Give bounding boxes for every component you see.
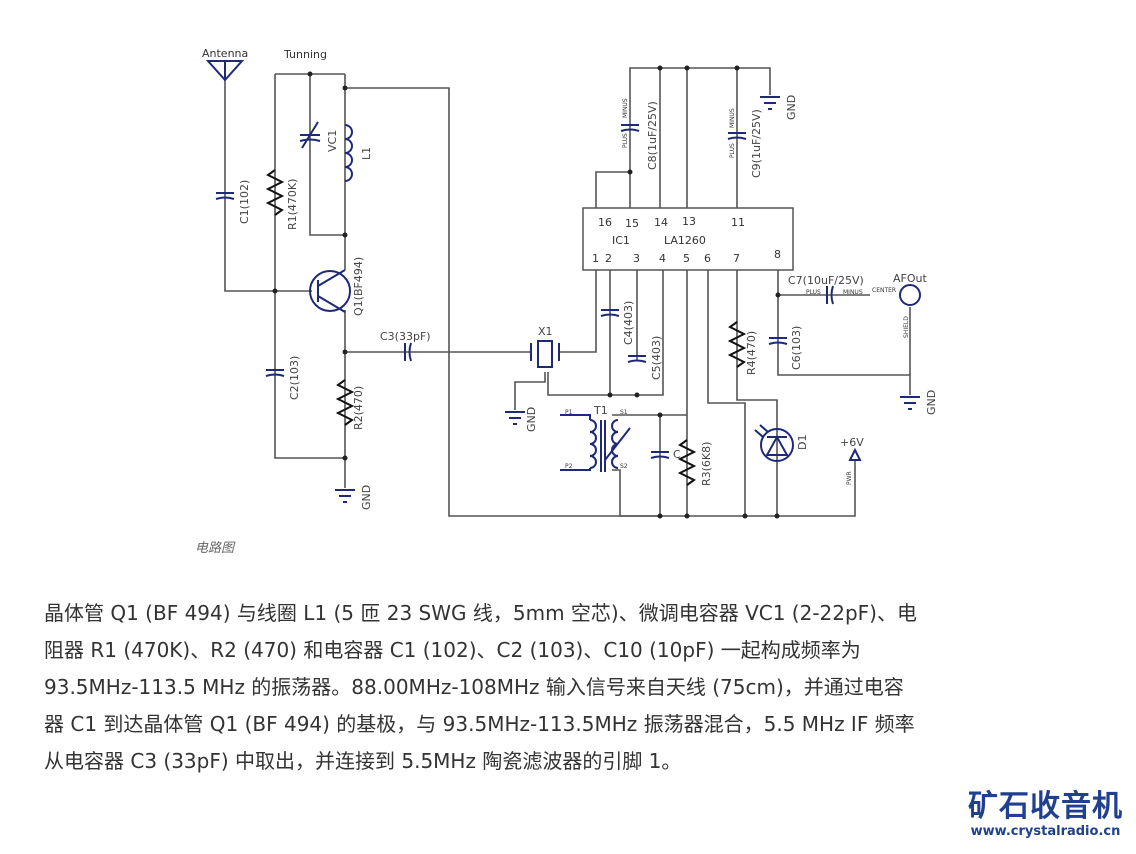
capacitor-c8	[620, 124, 640, 132]
antenna-symbol	[205, 60, 245, 82]
ground-q1	[335, 489, 355, 503]
capacitor-c6	[768, 337, 788, 345]
svg-text:C5(403): C5(403)	[650, 336, 663, 380]
svg-text:C9(1uF/25V): C9(1uF/25V)	[750, 109, 763, 178]
svg-text:GND: GND	[360, 485, 373, 510]
logo-name: 矿石收音机	[968, 789, 1123, 824]
logo-url: www.crystalradio.cn	[970, 824, 1121, 839]
svg-text:P2: P2	[565, 463, 573, 470]
svg-text:X1: X1	[538, 325, 553, 338]
led-d1	[754, 424, 794, 462]
capacitor-c7	[826, 285, 834, 305]
svg-text:8: 8	[774, 248, 781, 261]
resistor-r2	[335, 379, 355, 426]
paragraph-line: 器 C1 到达晶体管 Q1 (BF 494) 的基极，与 93.5MHz-113…	[44, 712, 915, 736]
capacitor-c9	[727, 132, 747, 140]
ground-x1	[505, 411, 525, 425]
svg-text:PLUS: PLUS	[622, 133, 629, 148]
svg-text:GND: GND	[785, 95, 798, 120]
svg-text:C7(10uF/25V): C7(10uF/25V)	[788, 274, 864, 287]
svg-text:PLUS: PLUS	[806, 289, 821, 296]
svg-text:R3(6K8): R3(6K8)	[700, 442, 713, 486]
svg-text:16: 16	[598, 216, 612, 229]
ic-la1260	[582, 207, 794, 271]
svg-text:MINUS: MINUS	[843, 289, 863, 296]
svg-text:PWR: PWR	[846, 471, 853, 485]
paragraph-line: 阻器 R1 (470K)、R2 (470) 和电容器 C1 (102)、C2 (…	[44, 638, 861, 662]
svg-text:R2(470): R2(470)	[352, 386, 365, 430]
ground-ic	[760, 96, 780, 110]
watermark-logo: 矿石收音机 www.crystalradio.cn	[968, 789, 1123, 840]
resistor-r4	[727, 321, 747, 368]
capacitor-c4	[600, 309, 620, 317]
svg-text:R4(470): R4(470)	[745, 331, 758, 375]
transformer-t1	[560, 414, 631, 472]
capacitor-c3	[404, 342, 412, 362]
svg-text:C2(103): C2(103)	[288, 356, 301, 400]
svg-text:C3(33pF): C3(33pF)	[380, 330, 431, 343]
svg-text:L1: L1	[360, 147, 373, 160]
svg-text:C6(103): C6(103)	[790, 326, 803, 370]
svg-text:C8(1uF/25V): C8(1uF/25V)	[646, 101, 659, 170]
power-symbol	[848, 447, 862, 461]
svg-text:R1(470K): R1(470K)	[286, 179, 299, 230]
inductor-l1	[344, 124, 353, 182]
svg-text:11: 11	[731, 216, 745, 229]
svg-text:+6V: +6V	[840, 436, 864, 449]
svg-text:S2: S2	[620, 463, 628, 470]
svg-text:15: 15	[625, 217, 639, 230]
ground-afout	[900, 396, 920, 410]
variable-capacitor-vc1	[299, 121, 321, 149]
svg-text:AFOut: AFOut	[893, 272, 927, 285]
junctions	[272, 65, 781, 519]
svg-text:P1: P1	[565, 409, 573, 416]
svg-text:C1(102): C1(102)	[238, 180, 251, 224]
paragraph-line: 晶体管 Q1 (BF 494) 与线圈 L1 (5 匝 23 SWG 线，5mm…	[44, 601, 917, 625]
svg-text:5: 5	[683, 252, 690, 265]
svg-text:2: 2	[605, 252, 612, 265]
svg-text:MINUS: MINUS	[729, 108, 736, 128]
svg-text:13: 13	[682, 215, 696, 228]
svg-text:6: 6	[704, 252, 711, 265]
description-paragraph: 晶体管 Q1 (BF 494) 与线圈 L1 (5 匝 23 SWG 线，5mm…	[44, 595, 1104, 780]
capacitor-c10	[650, 451, 670, 459]
svg-text:VC1: VC1	[326, 130, 339, 152]
svg-text:14: 14	[654, 216, 668, 229]
circuit-diagram: Antenna Tunning C1(102) R1(470K) VC1 L1 …	[202, 47, 938, 519]
diagram-caption: 电路图	[195, 541, 235, 556]
capacitor-c5	[627, 355, 647, 363]
svg-text:SHIELD: SHIELD	[903, 316, 910, 338]
svg-text:Q1(BF494): Q1(BF494)	[352, 257, 365, 316]
capacitor-c2	[265, 369, 285, 377]
svg-text:CENTER: CENTER	[872, 287, 896, 294]
svg-text:GND: GND	[925, 390, 938, 415]
svg-text:3: 3	[633, 252, 640, 265]
svg-text:1: 1	[592, 252, 599, 265]
svg-text:S1: S1	[620, 409, 628, 416]
transistor-q1	[309, 269, 351, 313]
svg-text:T1: T1	[593, 404, 608, 417]
paragraph-line: 93.5MHz-113.5 MHz 的振荡器。88.00MHz-108MHz 输…	[44, 675, 904, 699]
audio-jack-afout	[899, 284, 921, 306]
svg-text:PLUS: PLUS	[729, 143, 736, 158]
svg-text:7: 7	[733, 252, 740, 265]
svg-text:IC1: IC1	[612, 234, 630, 247]
svg-text:D1: D1	[796, 435, 809, 450]
resistor-r3	[677, 439, 697, 486]
svg-text:MINUS: MINUS	[622, 98, 629, 118]
crystal-x1	[530, 340, 560, 368]
tuning-label: Tunning	[283, 48, 327, 61]
svg-text:GND: GND	[525, 407, 538, 432]
svg-text:4: 4	[659, 252, 666, 265]
resistor-r1	[265, 169, 285, 216]
capacitor-c1	[215, 192, 235, 200]
svg-text:C4(403): C4(403)	[622, 301, 635, 345]
svg-text:C: C	[673, 448, 681, 461]
antenna-label: Antenna	[202, 47, 248, 60]
svg-text:LA1260: LA1260	[664, 234, 706, 247]
paragraph-line: 从电容器 C3 (33pF) 中取出，并连接到 5.5MHz 陶瓷滤波器的引脚 …	[44, 749, 682, 773]
